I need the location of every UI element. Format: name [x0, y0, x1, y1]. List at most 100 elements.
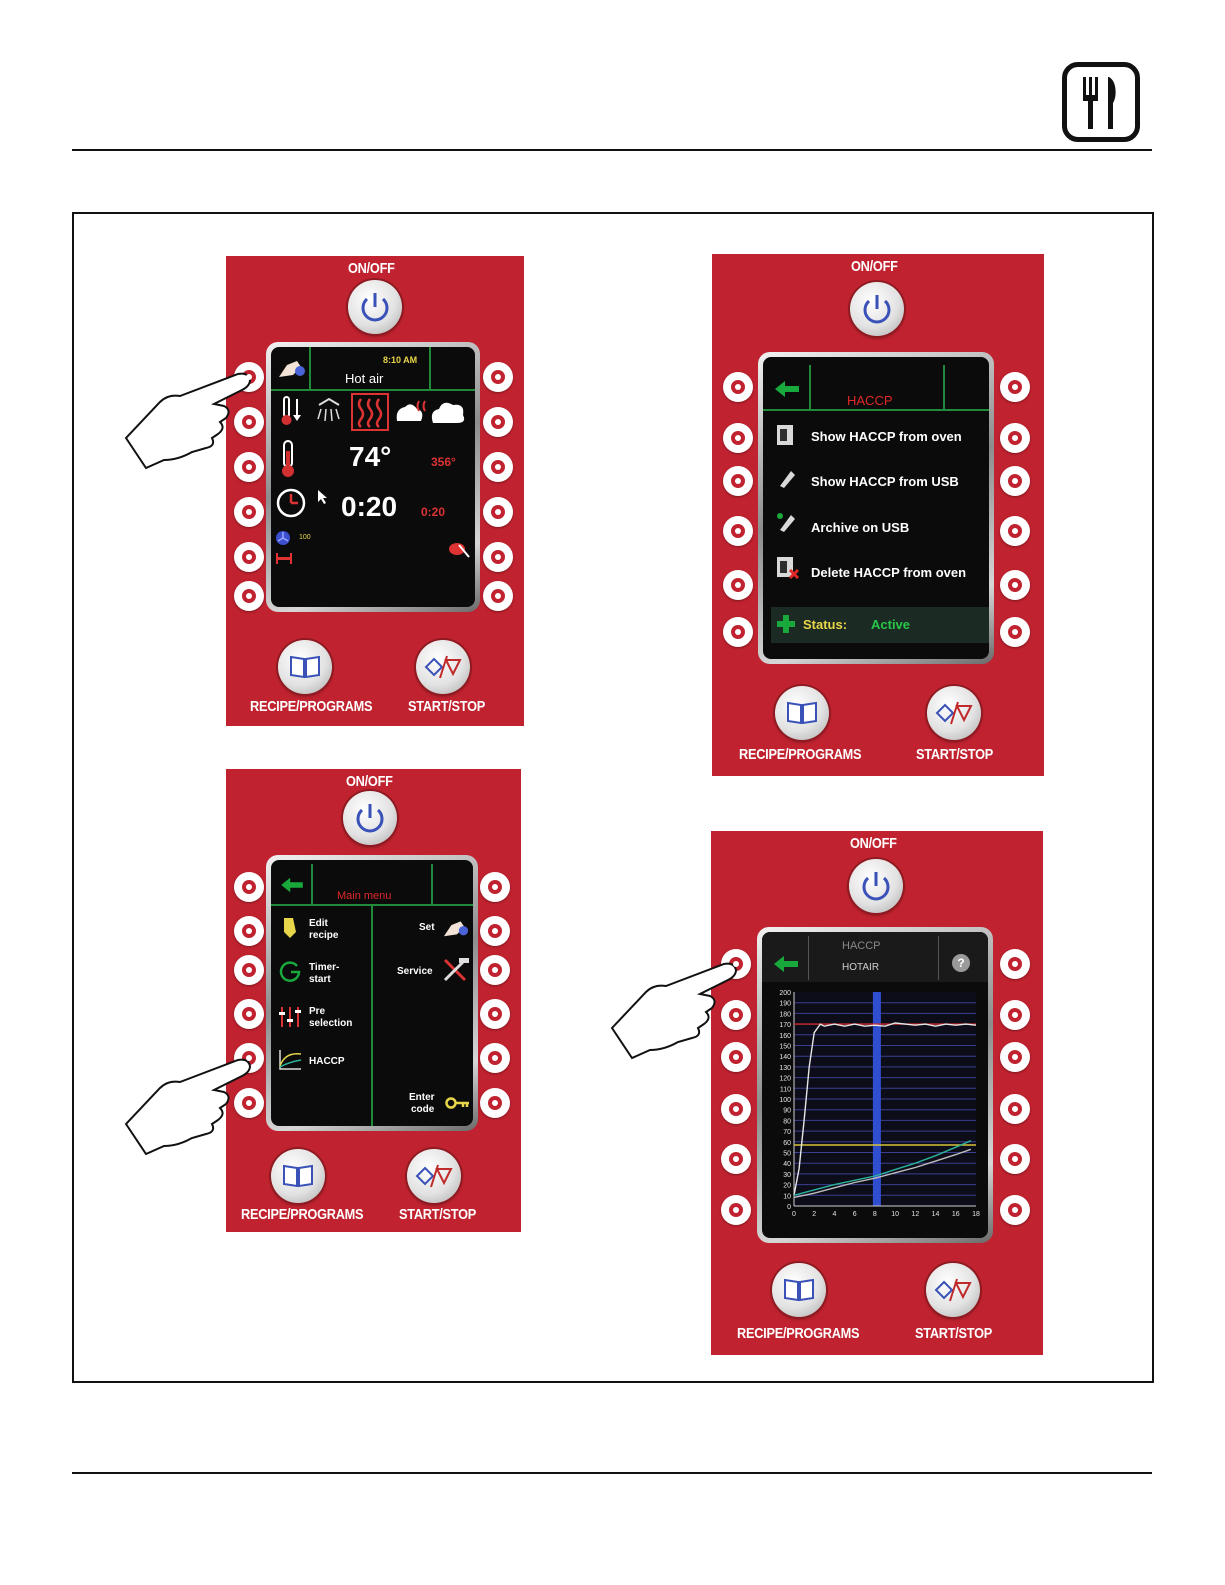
side-button-left-5[interactable]: [721, 1144, 751, 1174]
side-button-right-1[interactable]: [1000, 949, 1030, 979]
side-button-right-3[interactable]: [480, 955, 510, 985]
power-icon: [863, 295, 891, 324]
back-arrow-icon[interactable]: [773, 379, 801, 399]
y-tick-label: 120: [779, 1076, 791, 1083]
menu-timer-start-line1[interactable]: Timer-: [309, 962, 340, 973]
recipe-programs-button[interactable]: [278, 640, 332, 694]
side-button-left-3[interactable]: [234, 955, 264, 985]
menu-item-delete-haccp-oven[interactable]: Delete HACCP from oven: [811, 565, 967, 580]
back-arrow-icon[interactable]: [279, 876, 305, 894]
fan-icon[interactable]: [275, 530, 291, 546]
side-button-left-2[interactable]: [721, 1000, 751, 1030]
side-button-left-3[interactable]: [234, 452, 264, 482]
side-button-left-3[interactable]: [721, 1042, 751, 1072]
service-tools-icon[interactable]: [441, 956, 471, 984]
side-button-right-1[interactable]: [483, 362, 513, 392]
side-button-left-6[interactable]: [234, 581, 264, 611]
side-button-right-3[interactable]: [1000, 466, 1030, 496]
recipe-programs-button[interactable]: [775, 686, 829, 740]
side-button-right-5[interactable]: [483, 542, 513, 572]
side-button-right-6[interactable]: [1000, 1195, 1030, 1225]
side-button-left-3[interactable]: [723, 466, 753, 496]
side-button-left-1[interactable]: [234, 872, 264, 902]
key-icon[interactable]: [445, 1096, 471, 1110]
side-button-left-6[interactable]: [721, 1195, 751, 1225]
temperature-down-icon[interactable]: [279, 395, 305, 427]
display-bezel: HACCP Show HACCP from oven Show HACCP fr…: [758, 352, 994, 664]
side-button-right-3[interactable]: [1000, 1042, 1030, 1072]
menu-preselection-line2[interactable]: selection: [309, 1018, 353, 1029]
side-button-left-5[interactable]: [234, 542, 264, 572]
side-button-right-2[interactable]: [483, 407, 513, 437]
menu-item-show-haccp-usb[interactable]: Show HACCP from USB: [811, 474, 959, 489]
hand-settings-icon[interactable]: [441, 914, 471, 940]
combi-mode-icon[interactable]: [393, 397, 429, 427]
side-button-left-2[interactable]: [723, 423, 753, 453]
menu-set[interactable]: Set: [419, 922, 435, 933]
recipe-programs-button[interactable]: [271, 1149, 325, 1203]
haccp-chart-icon[interactable]: [277, 1048, 303, 1072]
menu-item-archive-usb[interactable]: Archive on USB: [811, 520, 910, 535]
on-off-button[interactable]: [849, 859, 903, 913]
hot-air-mode-selected[interactable]: [351, 393, 389, 431]
menu-enter-code-line1[interactable]: Enter: [409, 1092, 435, 1103]
back-arrow-icon[interactable]: [772, 954, 800, 974]
start-stop-button[interactable]: [927, 686, 981, 740]
side-button-left-5[interactable]: [723, 570, 753, 600]
start-stop-label: START/STOP: [399, 1206, 477, 1223]
steam-mode-icon[interactable]: [429, 395, 469, 427]
side-button-right-5[interactable]: [1000, 1144, 1030, 1174]
side-button-right-2[interactable]: [1000, 1000, 1030, 1030]
side-button-left-6[interactable]: [723, 617, 753, 647]
side-button-right-2[interactable]: [1000, 423, 1030, 453]
menu-preselection-line1[interactable]: Pre: [309, 1006, 326, 1017]
x-tick-label: 10: [891, 1211, 899, 1218]
start-stop-button[interactable]: [407, 1149, 461, 1203]
side-button-right-2[interactable]: [480, 916, 510, 946]
recipe-programs-button[interactable]: [772, 1263, 826, 1317]
start-stop-button[interactable]: [416, 640, 470, 694]
side-button-right-4[interactable]: [1000, 1094, 1030, 1124]
menu-enter-code-line2[interactable]: code: [411, 1104, 435, 1115]
side-button-left-4[interactable]: [723, 516, 753, 546]
set-temperature[interactable]: 356°: [431, 455, 456, 469]
preselection-icon[interactable]: [277, 1004, 303, 1030]
side-button-right-4[interactable]: [483, 497, 513, 527]
side-button-right-5[interactable]: [480, 1043, 510, 1073]
on-off-button[interactable]: [343, 791, 397, 845]
timer-start-icon[interactable]: [279, 960, 301, 982]
side-button-left-2[interactable]: [234, 407, 264, 437]
side-button-left-2[interactable]: [234, 916, 264, 946]
menu-item-show-haccp-oven[interactable]: Show HACCP from oven: [811, 429, 962, 444]
on-off-button[interactable]: [348, 280, 402, 334]
side-button-right-4[interactable]: [480, 999, 510, 1029]
side-button-right-3[interactable]: [483, 452, 513, 482]
on-off-button[interactable]: [850, 282, 904, 336]
side-button-left-4[interactable]: [234, 497, 264, 527]
side-button-left-1[interactable]: [723, 372, 753, 402]
steam-spray-icon[interactable]: [315, 397, 343, 423]
display-bezel: Main menu Edit recipe Timer- start Pre s…: [266, 855, 478, 1131]
side-button-left-4[interactable]: [721, 1094, 751, 1124]
menu-haccp[interactable]: HACCP: [309, 1056, 345, 1067]
side-button-right-4[interactable]: [1000, 516, 1030, 546]
side-button-right-6[interactable]: [483, 581, 513, 611]
start-stop-button[interactable]: [926, 1263, 980, 1317]
side-button-left-6[interactable]: [234, 1088, 264, 1118]
set-time[interactable]: 0:20: [421, 505, 446, 519]
hand-settings-icon[interactable]: [277, 353, 307, 381]
side-button-right-1[interactable]: [480, 872, 510, 902]
y-tick-label: 100: [779, 1097, 791, 1104]
side-button-right-1[interactable]: [1000, 372, 1030, 402]
side-button-right-6[interactable]: [480, 1088, 510, 1118]
core-probe-icon[interactable]: [447, 539, 471, 559]
help-icon[interactable]: ?: [950, 952, 972, 974]
menu-service[interactable]: Service: [397, 966, 433, 977]
side-button-right-5[interactable]: [1000, 570, 1030, 600]
side-button-left-4[interactable]: [234, 999, 264, 1029]
side-button-right-6[interactable]: [1000, 617, 1030, 647]
menu-edit-recipe-line1[interactable]: Edit: [309, 918, 328, 929]
edit-recipe-icon[interactable]: [281, 916, 299, 940]
menu-edit-recipe-line2[interactable]: recipe: [309, 930, 339, 941]
menu-timer-start-line2[interactable]: start: [309, 974, 331, 985]
